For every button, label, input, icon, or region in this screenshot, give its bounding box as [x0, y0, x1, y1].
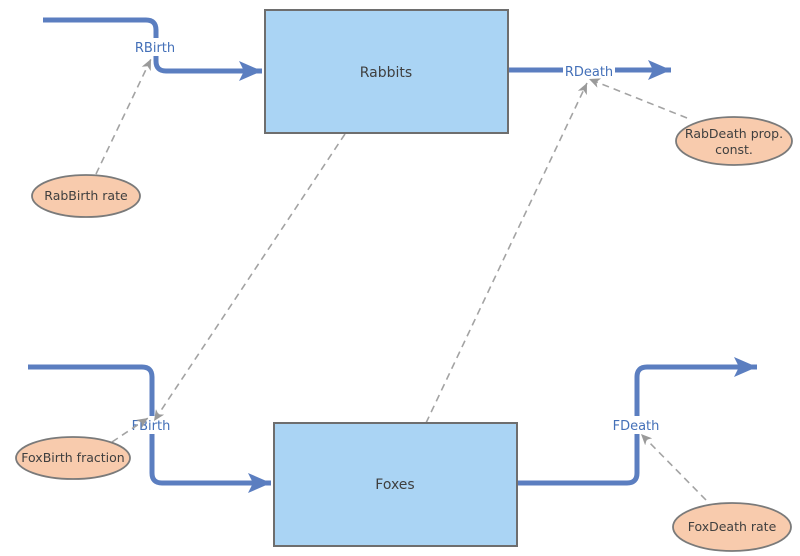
- aux-rabdeath-prop-const[interactable]: RabDeath prop. const.: [675, 116, 793, 166]
- aux-rabdeath-prop-const-label-line1: RabDeath prop.: [685, 126, 783, 141]
- flow-label-bg: [132, 38, 178, 56]
- aux-foxbirth-fraction-label: FoxBirth fraction: [21, 450, 124, 465]
- stock-rabbits[interactable]: Rabbits: [264, 9, 509, 134]
- connector-rabbits-to-fbirth[interactable]: [153, 133, 346, 422]
- flow-label-bg: [612, 416, 660, 434]
- connector-foxdeath-rate-to-fdeath[interactable]: [640, 433, 707, 501]
- aux-foxbirth-fraction[interactable]: FoxBirth fraction: [15, 436, 131, 480]
- connector-foxes-to-rdeath[interactable]: [425, 82, 588, 424]
- connector-rabbirth-rate-to-rbirth[interactable]: [95, 58, 152, 175]
- stock-rabbits-label: Rabbits: [360, 65, 412, 81]
- aux-rabbirth-rate-label: RabBirth rate: [44, 188, 128, 203]
- flow-label-rdeath[interactable]: RDeath: [565, 65, 613, 80]
- flow-label-bg: [563, 62, 615, 80]
- stock-foxes[interactable]: Foxes: [273, 422, 518, 547]
- flow-valve-rdeath[interactable]: RDeath: [563, 62, 615, 80]
- flow-valve-fbirth[interactable]: FBirth: [129, 416, 173, 434]
- connector-rabdeath-prop-const-to-rdeath[interactable]: [588, 78, 688, 119]
- aux-foxdeath-rate-ellipse[interactable]: [672, 502, 792, 552]
- flow-label-fdeath[interactable]: FDeath: [613, 419, 660, 434]
- aux-foxbirth-fraction-ellipse[interactable]: [15, 436, 131, 480]
- flow-valve-fdeath[interactable]: FDeath: [612, 416, 660, 434]
- flow-label-rbirth[interactable]: RBirth: [135, 41, 175, 56]
- aux-rabbirth-rate[interactable]: RabBirth rate: [31, 174, 141, 218]
- flow-valve-rbirth[interactable]: RBirth: [132, 38, 178, 56]
- stock-foxes-box[interactable]: [273, 422, 518, 547]
- aux-foxdeath-rate-label: FoxDeath rate: [688, 519, 777, 534]
- stock-rabbits-box[interactable]: [264, 9, 509, 134]
- aux-rabdeath-prop-const-ellipse[interactable]: [675, 116, 793, 166]
- stock-foxes-label: Foxes: [375, 477, 414, 493]
- aux-rabbirth-rate-ellipse[interactable]: [31, 174, 141, 218]
- aux-rabdeath-prop-const-label-line2: const.: [715, 142, 753, 157]
- flow-label-fbirth[interactable]: FBirth: [132, 419, 171, 434]
- aux-foxdeath-rate[interactable]: FoxDeath rate: [672, 502, 792, 552]
- connector-foxbirth-fraction-to-fbirth[interactable]: [111, 417, 149, 443]
